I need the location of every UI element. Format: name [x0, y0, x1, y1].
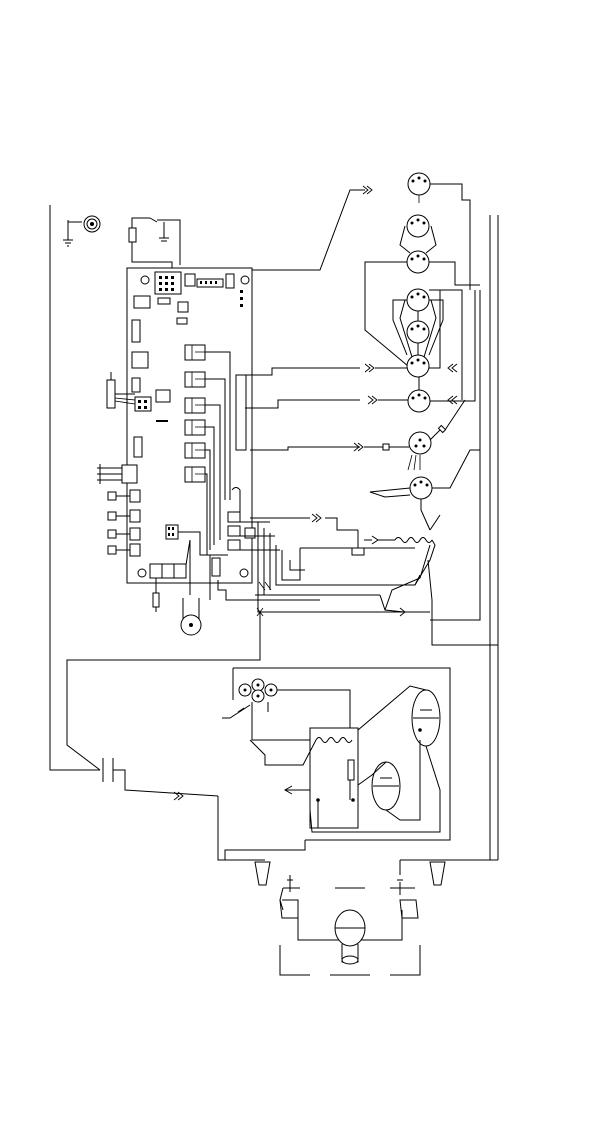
main-pump: [181, 598, 201, 635]
transformer: [250, 728, 358, 828]
terminal-strip: [103, 758, 258, 860]
pump-assembly: [280, 888, 420, 975]
ground-lug: [84, 216, 100, 232]
heater-element: [370, 450, 480, 530]
ground-symbol: [63, 220, 82, 246]
wire-connectors: [352, 515, 498, 645]
power-lugs: [255, 860, 498, 895]
